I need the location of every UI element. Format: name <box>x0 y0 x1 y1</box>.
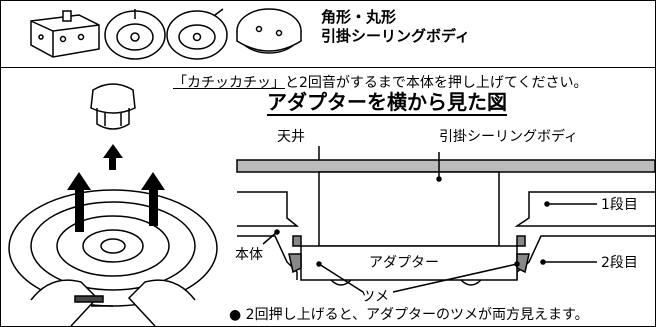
header-section: 角形・丸形 引掛シーリングボディ <box>1 1 655 68</box>
round-ceiling-body-icon-1 <box>104 9 166 60</box>
title-line-2: 引掛シーリングボディ <box>321 27 470 45</box>
round-ceiling-body-icon-2 <box>166 8 228 60</box>
label-ceiling: 天井 <box>277 129 305 145</box>
ceiling-body-block <box>318 171 500 247</box>
side-view-diagram <box>236 146 655 293</box>
fixture-illustration <box>8 83 218 326</box>
round-ceiling-body-icon-3 <box>236 8 302 54</box>
arrow-up-icon <box>141 172 165 226</box>
square-ceiling-body-icon <box>30 10 100 58</box>
instruction-section: 「カチッカチッ」と2回音がするまで本体を押し上げてください。 アダプターを横から… <box>1 68 655 326</box>
label-adapter: アダプター <box>369 255 439 271</box>
ceiling-body-illustrations <box>30 8 302 60</box>
label-stage-1: 1段目 <box>601 197 638 213</box>
instruction-text: 「カチッカチッ」と2回音がするまで本体を押し上げてください。 <box>173 72 588 92</box>
note-text: ● 2回押し上げると、アダプターのツメが両方見えます。 <box>229 307 589 323</box>
label-stage-2: 2段目 <box>601 255 638 271</box>
instruction-rest: と2回音がするまで本体を押し上げてください。 <box>285 75 588 91</box>
label-ceiling-body: 引掛シーリングボディ <box>439 129 579 145</box>
ceiling-slab <box>236 159 655 173</box>
instruction-underlined: 「カチッカチッ」 <box>173 75 285 91</box>
ceiling-body-title: 角形・丸形 引掛シーリングボディ <box>321 8 470 46</box>
arrow-up-icon <box>103 144 123 170</box>
diagram-title: アダプターを横から見た図 <box>267 90 507 116</box>
title-line-1: 角形・丸形 <box>321 8 397 26</box>
installation-diagram <box>8 83 655 326</box>
label-main-body: 本体 <box>235 247 263 263</box>
label-claw: ツメ <box>361 289 389 305</box>
arrow-up-icon <box>67 172 91 232</box>
